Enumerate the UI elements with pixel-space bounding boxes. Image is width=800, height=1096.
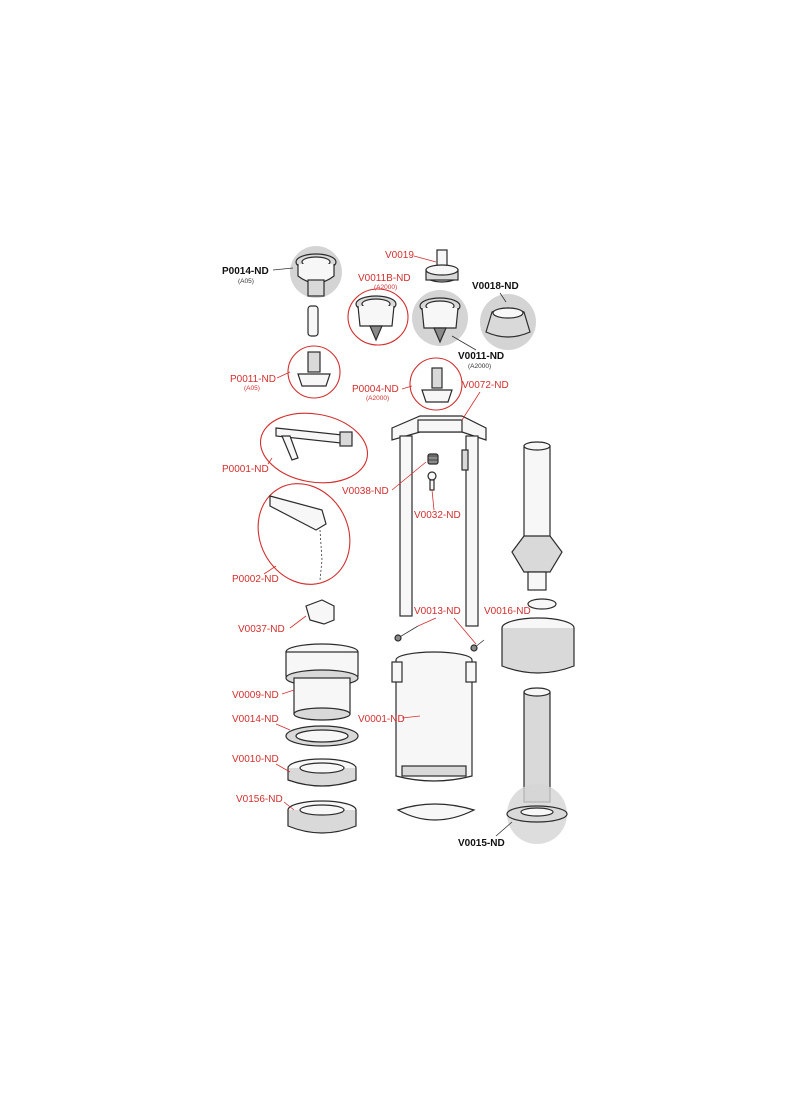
label-p0014: P0014-ND (222, 266, 269, 277)
label-p0011: P0011-ND (230, 374, 276, 385)
label-v0015: V0015-ND (458, 838, 505, 849)
part-p0011 (297, 351, 331, 387)
label-v0001: V0001-ND (358, 714, 405, 725)
leader-p0014 (272, 267, 294, 271)
highlight-ring-p0004 (409, 357, 463, 411)
sublabel-p0011: (A05) (244, 385, 260, 392)
part-v0015 (506, 687, 568, 844)
label-p0002: P0002-ND (232, 574, 279, 585)
label-v0019: V0019 (385, 250, 414, 261)
part-v0009 (285, 643, 359, 721)
sublabel-v0011: (A2000) (468, 363, 491, 370)
sublabel-p0014: (A05) (238, 278, 254, 285)
part-p0002 (269, 495, 327, 581)
part-v0037 (305, 599, 335, 625)
sublabel-p0004: (A2000) (366, 395, 389, 402)
label-v0018: V0018-ND (472, 281, 519, 292)
part-v0018 (480, 294, 536, 350)
label-v0016: V0016-ND (484, 606, 531, 617)
part-p0001 (275, 427, 353, 461)
part-v0011 (412, 290, 468, 346)
part-v0032 (427, 471, 437, 491)
label-p0001: P0001-ND (222, 464, 269, 475)
part-v0019 (425, 249, 459, 283)
highlight-ring-p0001 (259, 412, 369, 484)
highlight-ring-p0002 (257, 483, 351, 585)
label-v0037: V0037-ND (238, 624, 285, 635)
part-float-cup (501, 617, 575, 674)
label-v0032: V0032-ND (414, 510, 461, 521)
label-v0014: V0014-ND (232, 714, 279, 725)
label-v0009: V0009-ND (232, 690, 279, 701)
part-p0014 (290, 246, 342, 298)
part-v0014 (285, 725, 359, 747)
part-v0001 (391, 651, 477, 821)
label-v0013: V0013-ND (414, 606, 461, 617)
part-pin (307, 305, 319, 337)
highlight-ring-v0011b (347, 288, 409, 346)
label-v0011: V0011-ND (458, 351, 504, 362)
part-v0038 (427, 453, 439, 465)
label-v0156: V0156-ND (236, 794, 283, 805)
part-v0016-assembly (511, 441, 563, 610)
part-v0013 (394, 625, 485, 652)
sublabel-v0011b: (A2000) (374, 284, 397, 291)
highlight-ring-p0011 (287, 345, 341, 399)
label-v0072: V0072-ND (462, 380, 509, 391)
part-p0004 (421, 367, 453, 403)
label-v0011b: V0011B-ND (358, 273, 411, 284)
label-v0038: V0038-ND (342, 486, 389, 497)
label-v0010: V0010-ND (232, 754, 279, 765)
part-v0010 (287, 758, 357, 787)
label-p0004: P0004-ND (352, 384, 399, 395)
part-v0011b (355, 295, 397, 342)
part-v0072 (391, 415, 487, 627)
part-v0156 (287, 800, 357, 834)
